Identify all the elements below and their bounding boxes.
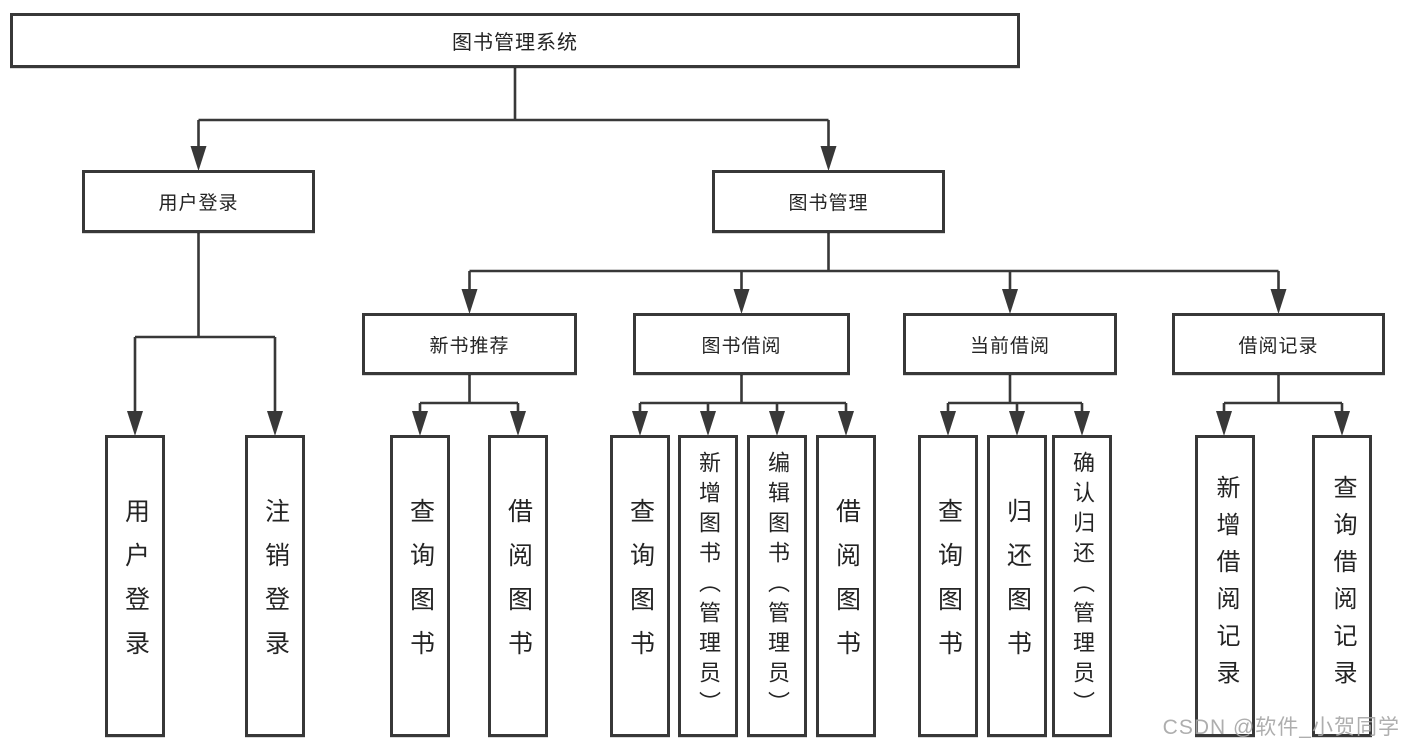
- leaf-logout-label: 注销登录: [261, 498, 290, 674]
- leaf-query-borrow-record-label: 查询借阅记录: [1329, 475, 1356, 697]
- node-borrowing-records: 借阅记录: [1172, 313, 1385, 375]
- node-book-borrowing-label: 图书借阅: [701, 335, 782, 357]
- node-root: 图书管理系统: [10, 13, 1020, 68]
- leaf-borrow-books-recommend-label: 借阅图书: [504, 498, 533, 674]
- node-new-book-recommendation: 新书推荐: [362, 313, 577, 375]
- leaf-query-books-recommend-label: 查询图书: [406, 498, 435, 674]
- leaf-user-login: 用户登录: [105, 435, 165, 737]
- leaf-query-books-current-label: 查询图书: [934, 498, 963, 674]
- leaf-logout: 注销登录: [245, 435, 305, 737]
- leaf-query-books-recommend: 查询图书: [390, 435, 450, 737]
- node-book-management-branch: 图书管理: [712, 170, 945, 233]
- node-root-label: 图书管理系统: [452, 32, 578, 54]
- leaf-borrow-books: 借阅图书: [816, 435, 876, 737]
- leaf-edit-book-admin-label: 编辑图书（管理员）: [765, 451, 790, 721]
- leaf-query-books-borrow-label: 查询图书: [626, 498, 655, 674]
- leaf-query-books-current: 查询图书: [918, 435, 978, 737]
- leaf-borrow-books-recommend: 借阅图书: [488, 435, 548, 737]
- node-borrowing-records-label: 借阅记录: [1238, 335, 1319, 357]
- leaf-confirm-return-admin: 确认归还（管理员）: [1052, 435, 1112, 737]
- node-book-borrowing: 图书借阅: [633, 313, 850, 375]
- node-user-login-branch-label: 用户登录: [158, 193, 239, 214]
- leaf-add-borrow-record-label: 新增借阅记录: [1212, 475, 1239, 697]
- leaf-edit-book-admin: 编辑图书（管理员）: [747, 435, 807, 737]
- leaf-add-book-admin: 新增图书（管理员）: [678, 435, 738, 737]
- leaf-query-books-borrow: 查询图书: [610, 435, 670, 737]
- leaf-add-book-admin-label: 新增图书（管理员）: [696, 451, 721, 721]
- leaf-add-borrow-record: 新增借阅记录: [1195, 435, 1255, 737]
- leaf-user-login-label: 用户登录: [121, 498, 150, 674]
- watermark: CSDN @软件_小贺同学: [1162, 716, 1400, 739]
- node-new-book-recommendation-label: 新书推荐: [429, 335, 510, 357]
- leaf-confirm-return-admin-label: 确认归还（管理员）: [1070, 451, 1095, 721]
- node-user-login-branch: 用户登录: [82, 170, 315, 233]
- leaf-return-books: 归还图书: [987, 435, 1047, 737]
- node-current-borrowing-label: 当前借阅: [969, 335, 1050, 357]
- node-current-borrowing: 当前借阅: [903, 313, 1117, 375]
- leaf-return-books-label: 归还图书: [1003, 498, 1032, 674]
- node-book-management-branch-label: 图书管理: [788, 193, 869, 214]
- leaf-query-borrow-record: 查询借阅记录: [1312, 435, 1372, 737]
- leaf-borrow-books-label: 借阅图书: [832, 498, 861, 674]
